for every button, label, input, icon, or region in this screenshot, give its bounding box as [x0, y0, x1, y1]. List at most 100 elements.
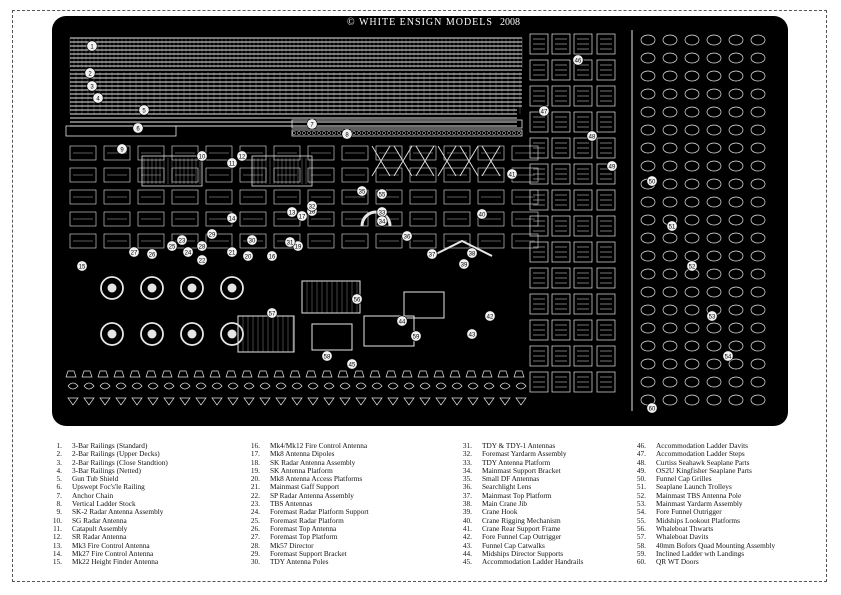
legend-item-label: Mk8 Antenna Access Platforms — [270, 474, 363, 484]
legend-item: 60.QR WT Doors — [624, 557, 775, 566]
chain-link — [402, 131, 406, 135]
small-etched-part — [640, 322, 656, 334]
legend-item: 53.Mainmast Yardarm Assembly — [624, 499, 775, 508]
legend-item-label: Inclined Ladder wth Landings — [656, 548, 745, 558]
legend-item-label: Searchlight Lens — [482, 482, 532, 492]
callout-marker — [92, 92, 104, 104]
callout-number: 45 — [349, 362, 356, 368]
legend-item-label: 3-Bar Railings (Standard) — [72, 441, 148, 450]
callout-number: 57 — [269, 311, 276, 317]
searchlight-part — [360, 210, 392, 227]
chain-link — [302, 131, 306, 135]
ladder-part — [551, 267, 571, 289]
legend-item-label: Mk3 Fire Control Antenna — [72, 540, 150, 550]
etched-part — [137, 233, 165, 249]
small-etched-part — [640, 214, 656, 226]
legend-item-label: Mainmast Support Bracket — [482, 465, 561, 475]
small-etched-part — [640, 286, 656, 298]
ladder-part — [596, 85, 616, 107]
chain-link — [437, 131, 441, 135]
chain-link — [512, 131, 516, 135]
legend-item-number: 24. — [250, 507, 260, 517]
legend-item-number: 3. — [56, 457, 62, 467]
etched-part — [103, 189, 131, 205]
callout-marker — [84, 67, 96, 79]
legend-item: 40.Crane Rigging Mechanism — [450, 516, 583, 525]
truss-member — [393, 145, 413, 177]
small-etched-part — [662, 88, 678, 100]
doors-part — [371, 382, 383, 390]
legend-item-number: 15. — [52, 557, 62, 567]
callout-number: 50 — [649, 179, 656, 185]
callout-number: 51 — [669, 224, 676, 230]
ladder-part — [551, 215, 571, 237]
ladder-part — [596, 319, 616, 341]
doors-part — [433, 370, 445, 378]
chain-link — [467, 131, 471, 135]
small-etched-part — [750, 268, 766, 280]
ladder-part — [573, 137, 593, 159]
chain-link — [337, 131, 341, 135]
doors-part — [227, 397, 239, 406]
doors-part — [435, 397, 447, 406]
callout-number: 3 — [90, 84, 94, 90]
doors-part — [177, 370, 189, 378]
legend-item: 54.Fore Funnel Outrigger — [624, 508, 775, 517]
callout-number: 8 — [345, 132, 349, 138]
chain-link — [492, 131, 496, 135]
etched-part — [307, 211, 335, 227]
fret-artwork: 1234567891011121314151617181920212223242… — [65, 30, 766, 414]
small-etched-part — [684, 286, 700, 298]
ladder-part — [551, 319, 571, 341]
doors-part — [65, 370, 77, 378]
small-etched-part — [706, 340, 722, 352]
legend-item-label: Funnel Cap Grilles — [656, 474, 712, 484]
legend-item-label: Mk57 Director — [270, 540, 314, 550]
doors-part — [307, 397, 319, 406]
legend-item: 27.Foremast Top Platform — [238, 532, 369, 541]
legend-item: 36.Searchlight Lens — [450, 482, 583, 492]
small-etched-part — [662, 268, 678, 280]
ladder-part — [596, 111, 616, 133]
doors-part — [259, 382, 271, 390]
etched-part — [103, 167, 131, 183]
legend-item-label: SK Radar Antenna Assembly — [270, 457, 356, 467]
callout-number: 5 — [142, 108, 146, 114]
doors-part — [369, 370, 381, 378]
legend-item: 24.Foremast Radar Platform Support — [238, 507, 369, 517]
doors-part — [387, 382, 399, 390]
small-etched-part — [640, 160, 656, 172]
legend-item-number: 31. — [462, 441, 472, 450]
legend-item-label: TBS Antennas — [270, 499, 313, 509]
legend-item-label: Main Crane Jib — [482, 499, 527, 509]
doors-part — [83, 382, 95, 390]
callout-number: 23 — [179, 238, 186, 244]
ladder-part — [596, 189, 616, 211]
callout-number: 56 — [354, 297, 361, 303]
etched-part — [341, 189, 369, 205]
doors-part — [145, 370, 157, 378]
ladder-part — [573, 241, 593, 263]
doors-part — [259, 397, 271, 406]
small-etched-part — [684, 322, 700, 334]
trolley-wheel — [100, 276, 124, 300]
callout-marker — [146, 248, 158, 260]
small-etched-part — [640, 358, 656, 370]
legend-item-label: 40mm Bofors Quad Mounting Assembly — [656, 540, 776, 550]
ladder-part — [596, 59, 616, 81]
callout-number: 12 — [239, 154, 246, 160]
ladder-part — [529, 189, 549, 211]
ladder-part — [529, 371, 549, 393]
callout-number: 59 — [413, 334, 420, 340]
small-etched-part — [684, 52, 700, 64]
callout-marker — [572, 54, 584, 66]
callout-number: 11 — [229, 161, 236, 167]
callout-marker — [196, 150, 208, 162]
small-etched-part — [706, 376, 722, 388]
legend-item-label: Fore Funnel Cap Outrigger — [482, 532, 562, 542]
legend-item: 37.Mainmast Top Platform — [450, 491, 583, 500]
callout-marker — [586, 130, 598, 142]
doors-part — [275, 397, 287, 406]
etched-part — [341, 233, 369, 249]
small-etched-part — [706, 34, 722, 46]
